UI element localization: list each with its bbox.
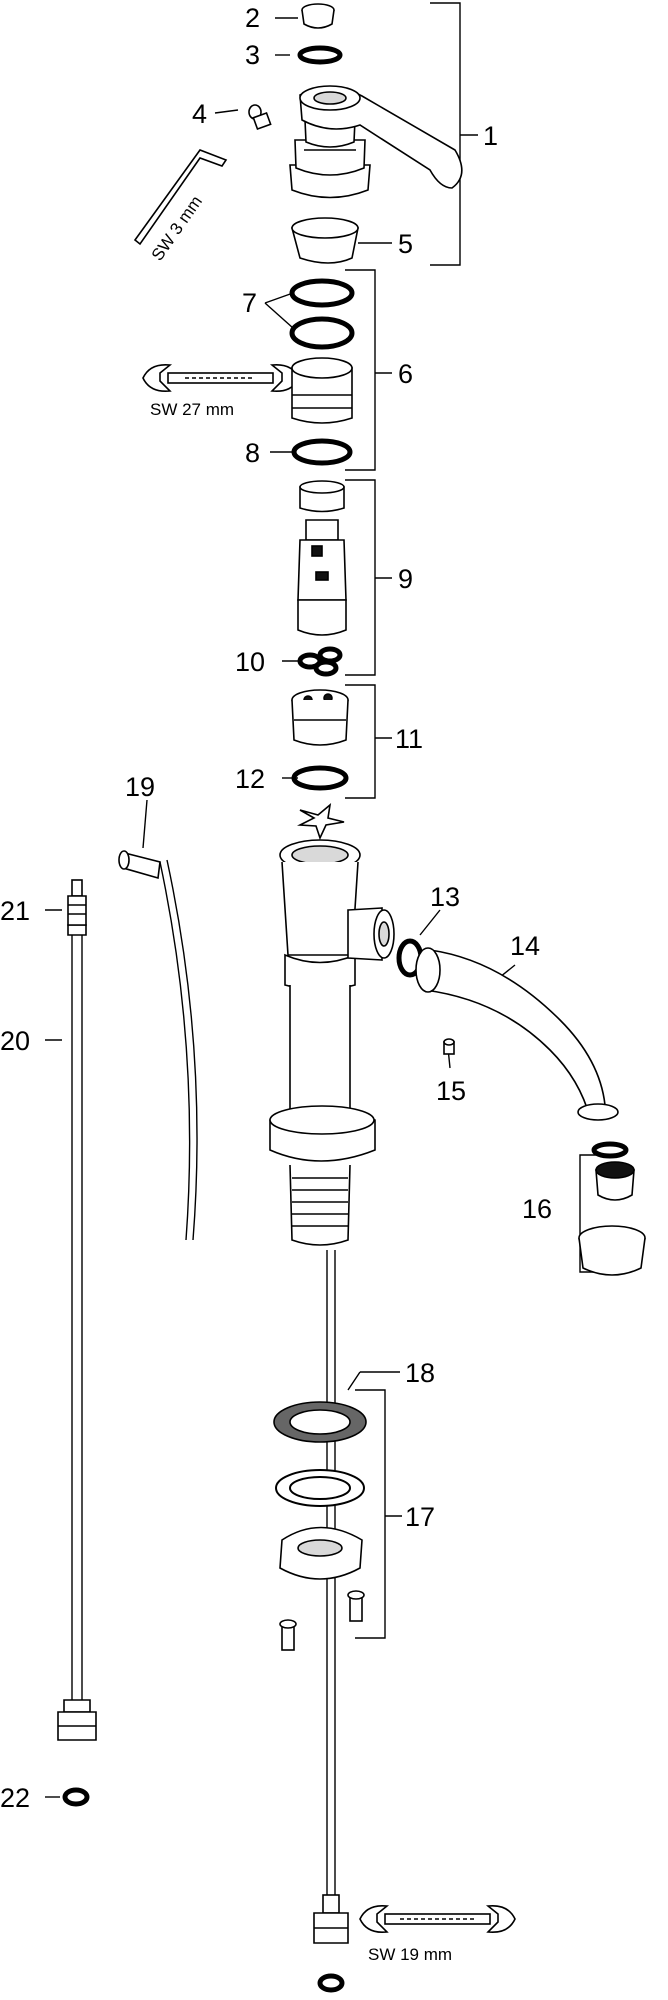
- wrench-27-tool: [142, 363, 300, 393]
- part-6-nut: [291, 357, 353, 424]
- callout-4: 4: [192, 99, 207, 129]
- part-5-cover-sleeve: [291, 217, 359, 264]
- bracket-9: [345, 479, 376, 676]
- callout-16: 16: [522, 1194, 552, 1224]
- part-11-valve-insert: [291, 689, 349, 746]
- part-9-cartridge: [297, 480, 347, 636]
- callout-15: 15: [436, 1076, 466, 1106]
- callout-5: 5: [398, 229, 413, 259]
- part-7-o-rings: [289, 278, 355, 350]
- callout-22: 22: [0, 1783, 30, 1813]
- callout-18: 18: [405, 1358, 435, 1388]
- part-17-mounting-set: [275, 1469, 365, 1651]
- wrench-27-label: SW 27 mm: [150, 400, 234, 419]
- part-19-flex-tube: [118, 850, 198, 1241]
- part-16-aerator-set: [578, 1141, 646, 1276]
- callout-6: 6: [398, 359, 413, 389]
- part-2-cap: [301, 3, 335, 29]
- rod-end-nut: [313, 1894, 349, 1993]
- callout-13: 13: [430, 882, 460, 912]
- callout-numbers: 2 3 4 1 5 7 6 8 9 10 11 12 19 13 14 21 2…: [0, 3, 552, 1813]
- callout-19: 19: [125, 772, 155, 802]
- part-10-seals: [297, 646, 343, 677]
- part-14-spout: [415, 947, 619, 1121]
- part-22-washer: [62, 1787, 90, 1807]
- bracket-11: [345, 684, 376, 799]
- callout-14: 14: [510, 931, 540, 961]
- spider-clip: [296, 803, 345, 841]
- callout-11: 11: [395, 724, 423, 754]
- part-18-washer: [273, 1401, 367, 1443]
- part-3-o-ring: [297, 45, 343, 65]
- bracket-6: [345, 269, 376, 471]
- callout-17: 17: [405, 1502, 435, 1532]
- bracket-1: [430, 2, 461, 266]
- callout-9: 9: [398, 564, 413, 594]
- wrench-19-label: SW 19 mm: [368, 1945, 452, 1964]
- callout-10: 10: [235, 647, 265, 677]
- group-brackets: [345, 2, 605, 1639]
- callout-8: 8: [245, 438, 260, 468]
- hex-key-label: SW 3 mm: [148, 192, 206, 264]
- part-8-o-ring: [291, 438, 353, 466]
- part-15-grub-screw: [443, 1038, 455, 1055]
- bracket-17: [355, 1389, 386, 1639]
- callout-20: 20: [0, 1026, 30, 1056]
- callout-12: 12: [235, 764, 265, 794]
- part-20-hose: [57, 924, 97, 1741]
- part-4-grub-screw: [248, 104, 272, 131]
- callout-2: 2: [245, 3, 260, 33]
- tap-body: [269, 839, 395, 1246]
- part-21-connector: [67, 879, 87, 926]
- part-12-o-ring: [291, 765, 349, 791]
- callout-1: 1: [483, 121, 498, 151]
- callout-3: 3: [245, 40, 260, 70]
- callout-21: 21: [0, 896, 30, 926]
- part-1-lever-handle: [289, 85, 463, 199]
- callout-7: 7: [242, 288, 257, 318]
- hex-key-tool: [133, 149, 228, 246]
- wrench-19-tool: [359, 1904, 516, 1934]
